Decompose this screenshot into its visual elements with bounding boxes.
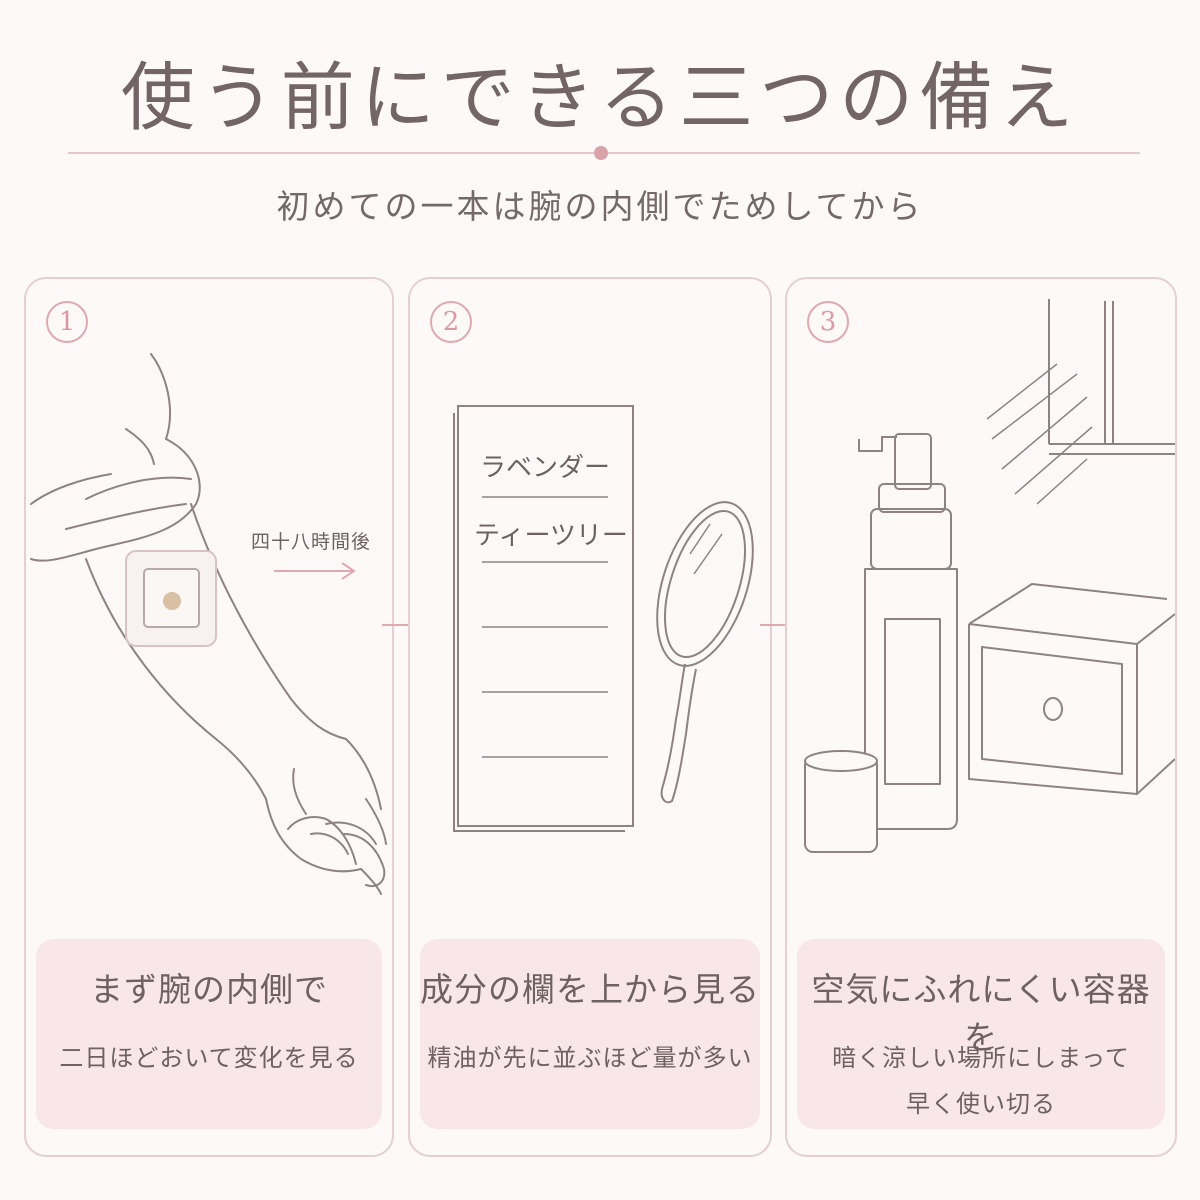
step-panel-3: 3 bbox=[785, 277, 1177, 1157]
step-panel-2: 2 ラベンダー ティーツリー 成分の欄を上から見る 精油が先に並ぶほど量が多い bbox=[408, 277, 772, 1157]
step-card-2: 成分の欄を上から見る 精油が先に並ぶほど量が多い bbox=[420, 939, 760, 1129]
step-heading-1: まず腕の内側で bbox=[90, 970, 328, 1009]
step-heading-2: 成分の欄を上から見る bbox=[420, 970, 760, 1009]
step-desc-1: 二日ほどおいて変化を見る bbox=[59, 1044, 359, 1072]
ingredient-2: ティーツリー bbox=[474, 521, 628, 551]
page-title: 使う前にできる三つの備え bbox=[120, 55, 1080, 141]
step-number-1: 1 bbox=[46, 301, 88, 343]
step-desc-3: 暗く涼しい場所にしまって 早く使い切る bbox=[832, 1044, 1130, 1118]
step-card-3: 空気にふれにくい容器を 暗く涼しい場所にしまって 早く使い切る bbox=[797, 939, 1165, 1129]
storage-illustration bbox=[804, 299, 1175, 853]
arm-patch-test-illustration bbox=[30, 353, 387, 895]
step-panel-1: 1 四十八時間後 bbox=[24, 277, 394, 1157]
step-number-2: 2 bbox=[430, 301, 472, 343]
ingredient-1: ラベンダー bbox=[480, 453, 611, 483]
step-number-3: 3 bbox=[807, 301, 849, 343]
page-subtitle: 初めての一本は腕の内側でためしてから bbox=[276, 187, 924, 226]
step-card-1: まず腕の内側で 二日ほどおいて変化を見る bbox=[36, 939, 382, 1129]
step-desc-2: 精油が先に並ぶほど量が多い bbox=[427, 1044, 753, 1072]
step-heading-3: 空気にふれにくい容器を bbox=[811, 970, 1151, 1057]
divider-dot bbox=[594, 146, 608, 160]
elapsed-time-label: 四十八時間後 bbox=[251, 531, 372, 553]
ingredient-list-illustration bbox=[453, 405, 754, 832]
